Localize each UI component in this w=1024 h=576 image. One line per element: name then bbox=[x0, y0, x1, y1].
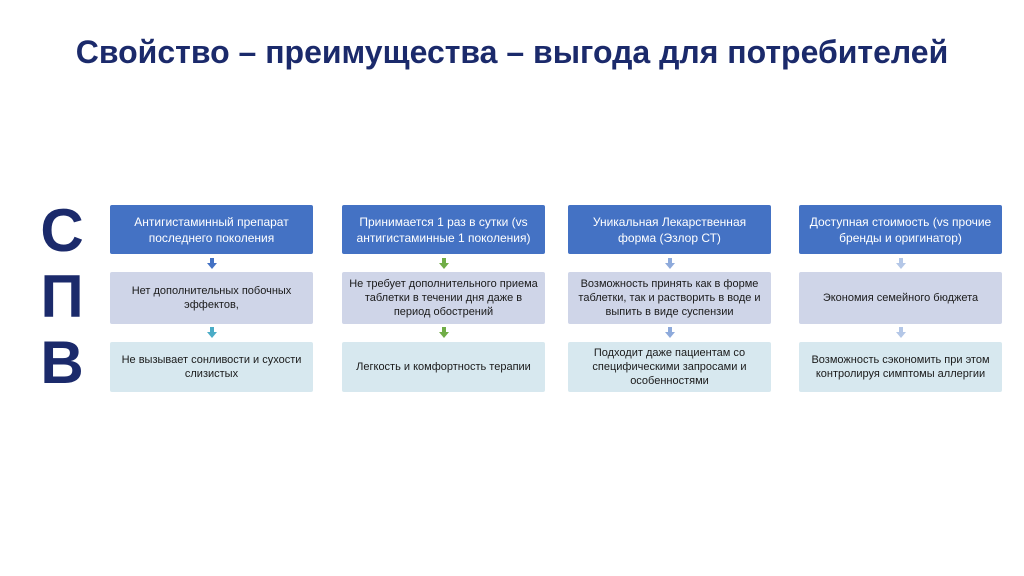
letter-v: В bbox=[40, 329, 84, 396]
column-2: Принимается 1 раз в сутки (vs антигистам… bbox=[342, 205, 545, 392]
letter-p: П bbox=[40, 263, 84, 330]
property-box: Уникальная Лекарственная форма (Эзлор СТ… bbox=[568, 205, 771, 254]
arrow-down-icon bbox=[665, 258, 675, 269]
arrow-down-icon bbox=[439, 327, 449, 338]
property-box: Доступная стоимость (vs прочие бренды и … bbox=[799, 205, 1002, 254]
arrow-down-icon bbox=[896, 327, 906, 338]
advantage-box: Не требует дополнительного приема таблет… bbox=[342, 272, 545, 324]
property-box: Принимается 1 раз в сутки (vs антигистам… bbox=[342, 205, 545, 254]
benefit-box: Возможность сэкономить при этом контроли… bbox=[799, 342, 1002, 392]
property-box: Антигистаминный препарат последнего поко… bbox=[110, 205, 313, 254]
column-4: Доступная стоимость (vs прочие бренды и … bbox=[799, 205, 1002, 392]
arrow-down-icon bbox=[665, 327, 675, 338]
arrow-down-icon bbox=[896, 258, 906, 269]
column-3: Уникальная Лекарственная форма (Эзлор СТ… bbox=[568, 205, 771, 392]
slide-title: Свойство – преимущества – выгода для пот… bbox=[75, 34, 949, 70]
column-1: Антигистаминный препарат последнего поко… bbox=[110, 205, 313, 392]
advantage-box: Экономия семейного бюджета bbox=[799, 272, 1002, 324]
benefit-box: Легкость и комфортность терапии bbox=[342, 342, 545, 392]
arrow-down-icon bbox=[207, 258, 217, 269]
letter-s: С bbox=[40, 197, 84, 264]
benefit-box: Подходит даже пациентам со специфическим… bbox=[568, 342, 771, 392]
spv-letters: С П В bbox=[30, 198, 94, 396]
advantage-box: Возможность принять как в форме таблетки… bbox=[568, 272, 771, 324]
benefit-box: Не вызывает сонливости и сухости слизист… bbox=[110, 342, 313, 392]
advantage-box: Нет дополнительных побочных эффектов, bbox=[110, 272, 313, 324]
arrow-down-icon bbox=[207, 327, 217, 338]
arrow-down-icon bbox=[439, 258, 449, 269]
